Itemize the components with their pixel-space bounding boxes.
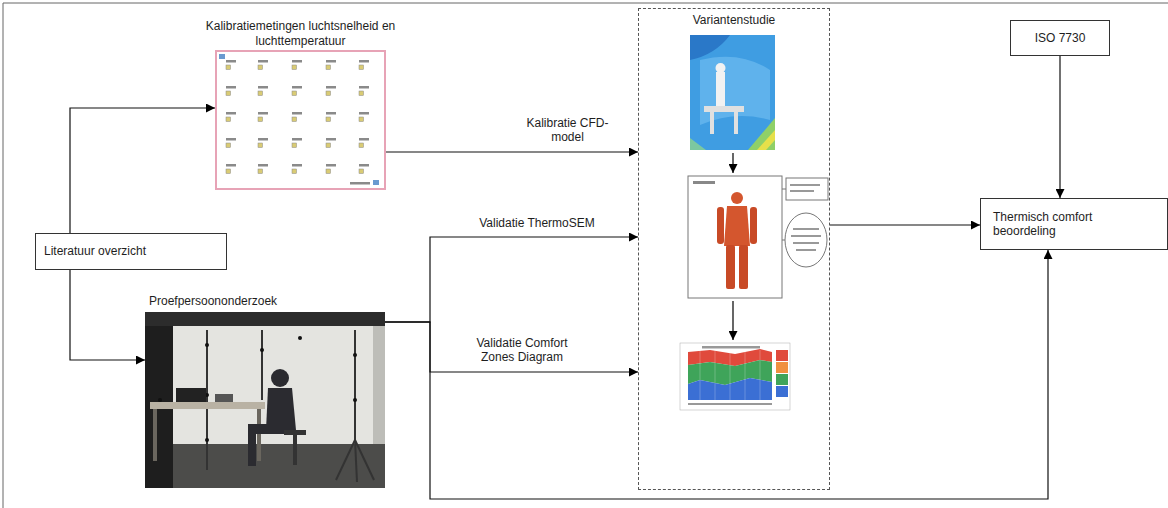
- connector: [1059, 56, 1060, 198]
- connector: [385, 322, 638, 372]
- connector: [830, 224, 980, 225]
- sensor-grid: [216, 51, 385, 189]
- test-subject-photo: [145, 312, 385, 488]
- cfd-image: [690, 35, 775, 150]
- connector: [385, 250, 1048, 499]
- node-label: Literatuur overzicht: [44, 244, 146, 258]
- edge-label: Validatie Comfort Zones Diagram: [462, 336, 582, 365]
- connector: [386, 151, 638, 152]
- node-label: Variantenstudie: [639, 13, 829, 27]
- standard-box: ISO 7730: [1010, 20, 1110, 56]
- connector: [385, 237, 638, 322]
- node-label: Kalibratiemetingen luchtsnelheid en luch…: [198, 19, 403, 48]
- node-label: Proefpersoononderzoek: [149, 294, 277, 308]
- flow-arrow: [732, 301, 733, 340]
- flow-arrow: [732, 153, 733, 173]
- comfort-zones-chart: [680, 343, 790, 410]
- photo-panel: Proefpersoononderzoek: [145, 312, 385, 488]
- frame-line: [3, 3, 1168, 508]
- node-label: ISO 7730: [1035, 31, 1086, 45]
- connector: [70, 108, 215, 233]
- edge-label: Kalibratie CFD-model: [520, 116, 615, 145]
- edge-label: Validatie ThermoSEM: [462, 216, 612, 230]
- study-region: Variantenstudie: [638, 8, 830, 490]
- measurement-panel: Kalibratiemetingen luchtsnelheid en luch…: [215, 50, 386, 190]
- literature-box: Literatuur overzicht: [35, 233, 227, 270]
- node-label: Thermisch comfort beoordeling: [993, 210, 1118, 239]
- connector: [70, 270, 145, 360]
- thermosem-model: [688, 176, 828, 298]
- assessment-box: Thermisch comfort beoordeling: [980, 198, 1168, 250]
